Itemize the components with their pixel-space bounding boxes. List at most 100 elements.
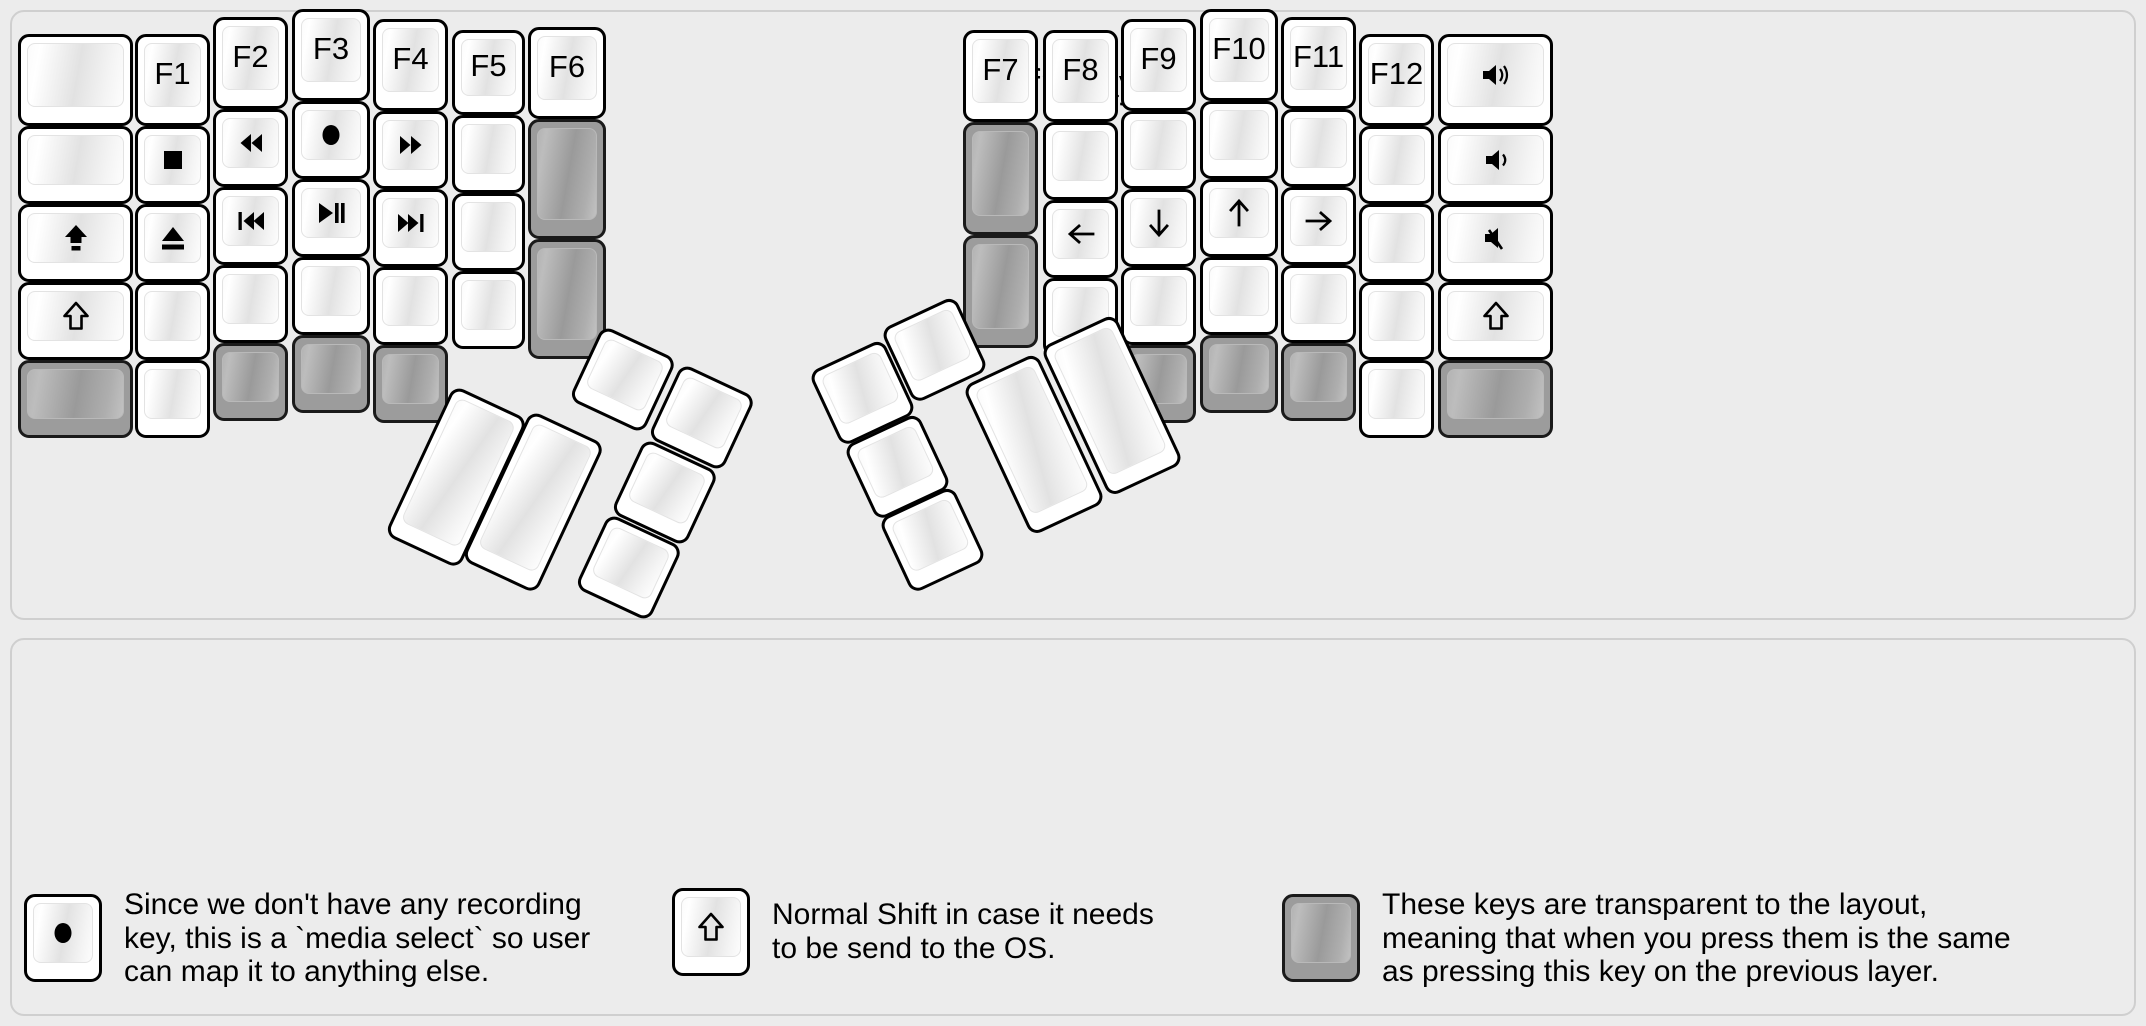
key-label: F1	[154, 55, 191, 91]
keycap-surface	[537, 128, 597, 220]
key-right-inner-2[interactable]	[1043, 200, 1118, 278]
key-right-index-1[interactable]	[1121, 111, 1196, 189]
legend-description-1: Normal Shift in case it needs to be send…	[772, 898, 1154, 965]
key-right-ring-3[interactable]	[1281, 265, 1356, 343]
key-left-middle-0[interactable]: F3	[292, 9, 370, 101]
media-rewind-icon	[231, 123, 271, 163]
keycap-surface: F6	[537, 36, 597, 100]
key-left-ring-4[interactable]	[213, 343, 288, 421]
key-left-ring-0[interactable]: F2	[213, 17, 288, 109]
key-label: F11	[1292, 38, 1345, 74]
key-left-innermost-2[interactable]	[528, 239, 606, 359]
key-left-pinky-3[interactable]	[135, 282, 210, 360]
key-left-inner-2[interactable]	[452, 193, 525, 271]
key-right-index-0[interactable]: F9	[1121, 19, 1196, 111]
key-left-innermost-0[interactable]: F6	[528, 27, 606, 119]
key-left-pinky-1[interactable]	[135, 126, 210, 204]
key-right-pinky-outer-4[interactable]	[1438, 360, 1553, 438]
key-right-ring-4[interactable]	[1281, 343, 1356, 421]
keycap-surface	[144, 369, 201, 419]
key-right-middle-3[interactable]	[1200, 257, 1278, 335]
key-right-middle-0[interactable]: F10	[1200, 9, 1278, 101]
key-label: F4	[392, 40, 429, 76]
key-right-innermost-2[interactable]	[963, 235, 1038, 348]
keycap-surface	[972, 244, 1029, 329]
key-right-inner-0[interactable]: F8	[1043, 30, 1118, 122]
key-left-index-0[interactable]: F4	[373, 19, 448, 111]
keycap-surface	[1290, 118, 1347, 168]
key-right-middle-1[interactable]	[1200, 101, 1278, 179]
legend-keycap	[24, 894, 102, 983]
keycap-surface	[854, 424, 936, 501]
key-left-index-4[interactable]	[373, 345, 448, 423]
keycap-surface	[27, 213, 124, 263]
keycap-surface	[1052, 209, 1109, 259]
keycap-surface	[144, 213, 201, 263]
key-left-inner-0[interactable]: F5	[452, 30, 525, 115]
media-fast-forward-icon	[391, 125, 431, 165]
keycap-surface: F1	[144, 43, 201, 107]
key-right-ring-2[interactable]	[1281, 187, 1356, 265]
key-right-index-3[interactable]	[1121, 267, 1196, 345]
keycap-surface	[1209, 110, 1269, 160]
key-left-inner-1[interactable]	[452, 115, 525, 193]
volume-up-icon	[1476, 55, 1516, 95]
key-right-pinky-0[interactable]: F12	[1359, 34, 1434, 126]
keycap-surface	[1447, 213, 1544, 263]
key-left-middle-1[interactable]	[292, 101, 370, 179]
key-right-innermost-1[interactable]	[963, 122, 1038, 235]
keycap-surface	[33, 903, 93, 964]
key-left-middle-3[interactable]	[292, 257, 370, 335]
caps-lock-icon	[56, 218, 96, 258]
key-right-index-2[interactable]	[1121, 189, 1196, 267]
key-left-pinky-outer-3[interactable]	[18, 282, 133, 360]
key-right-pinky-outer-0[interactable]	[1438, 34, 1553, 126]
key-left-index-1[interactable]	[373, 111, 448, 189]
key-label: F10	[1212, 30, 1266, 66]
keycap-surface	[1368, 213, 1425, 263]
key-label: F9	[1140, 40, 1177, 76]
legend-panel	[10, 638, 2136, 1016]
key-right-ring-0[interactable]: F11	[1281, 17, 1356, 109]
key-right-inner-1[interactable]	[1043, 122, 1118, 200]
key-right-middle-2[interactable]	[1200, 179, 1278, 257]
key-left-pinky-0[interactable]: F1	[135, 34, 210, 126]
key-left-pinky-2[interactable]	[135, 204, 210, 282]
keycap-surface	[1290, 352, 1347, 402]
keycap-surface	[1447, 369, 1544, 419]
key-right-pinky-4[interactable]	[1359, 360, 1434, 438]
key-right-ring-1[interactable]	[1281, 109, 1356, 187]
media-prev-track-icon	[231, 201, 271, 241]
key-right-pinky-3[interactable]	[1359, 282, 1434, 360]
key-left-pinky-4[interactable]	[135, 360, 210, 438]
key-right-pinky-2[interactable]	[1359, 204, 1434, 282]
key-left-pinky-outer-4[interactable]	[18, 360, 133, 438]
media-eject-icon	[153, 218, 193, 258]
key-right-pinky-outer-2[interactable]	[1438, 204, 1553, 282]
key-left-index-2[interactable]	[373, 189, 448, 267]
key-left-ring-2[interactable]	[213, 187, 288, 265]
key-right-pinky-outer-3[interactable]	[1438, 282, 1553, 360]
keycap-surface	[1368, 369, 1425, 419]
key-left-inner-3[interactable]	[452, 271, 525, 349]
key-left-ring-3[interactable]	[213, 265, 288, 343]
keycap-surface: F8	[1052, 39, 1109, 103]
key-left-index-3[interactable]	[373, 267, 448, 345]
key-right-pinky-outer-1[interactable]	[1438, 126, 1553, 204]
key-left-middle-4[interactable]	[292, 335, 370, 413]
key-left-pinky-outer-0[interactable]	[18, 34, 133, 126]
keycap-surface	[1209, 188, 1269, 238]
key-left-ring-1[interactable]	[213, 109, 288, 187]
key-left-pinky-outer-2[interactable]	[18, 204, 133, 282]
key-right-pinky-1[interactable]	[1359, 126, 1434, 204]
key-right-middle-4[interactable]	[1200, 335, 1278, 413]
key-left-pinky-outer-1[interactable]	[18, 126, 133, 204]
key-left-innermost-1[interactable]	[528, 119, 606, 239]
key-left-middle-2[interactable]	[292, 179, 370, 257]
legend-item-1: Normal Shift in case it needs to be send…	[672, 888, 1154, 976]
key-right-innermost-0[interactable]: F7	[963, 30, 1038, 122]
key-label: F6	[548, 48, 586, 84]
keycap-surface	[222, 274, 279, 324]
legend-key-sample-2	[1282, 894, 1360, 983]
